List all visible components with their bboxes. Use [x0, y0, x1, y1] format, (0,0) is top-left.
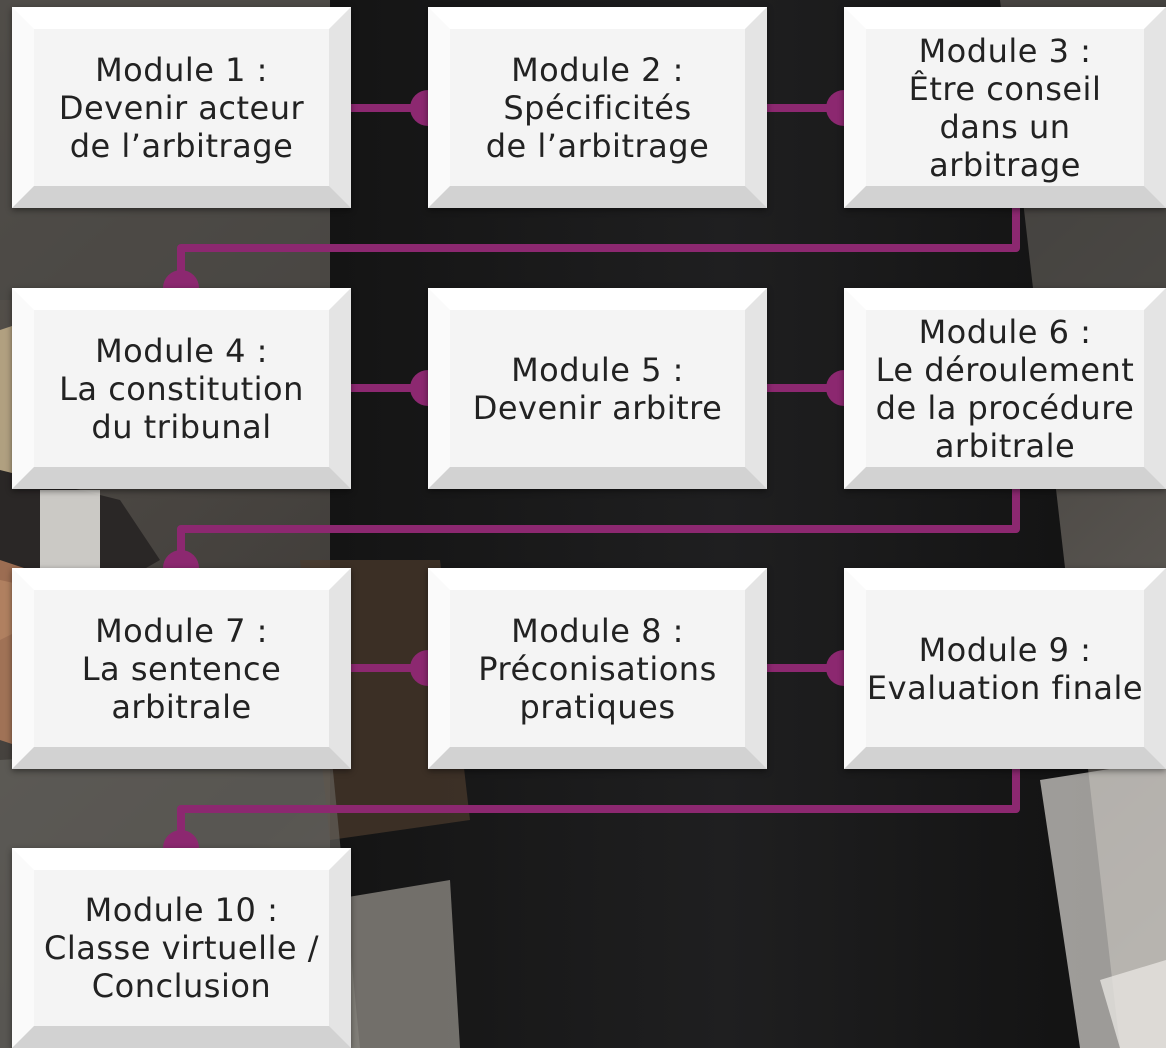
- connector-3-4: [177, 208, 1020, 288]
- connector-knob: [163, 270, 199, 288]
- connector-knob: [826, 650, 844, 686]
- module-5-box: Module 5 : Devenir arbitre: [428, 288, 767, 489]
- connector-knob: [163, 830, 199, 848]
- connector-6-7: [177, 489, 1020, 568]
- module-9-label: Module 9 : Evaluation finale: [866, 630, 1144, 707]
- connector-knob: [163, 550, 199, 568]
- connector-knob: [826, 90, 844, 126]
- connector-knob: [410, 370, 428, 406]
- module-4-box: Module 4 : La constitution du tribunal: [12, 288, 351, 489]
- module-9-box: Module 9 : Evaluation finale: [844, 568, 1166, 769]
- module-5-label: Module 5 : Devenir arbitre: [472, 350, 723, 427]
- connector-knob: [826, 370, 844, 406]
- module-1-box: Module 1 : Devenir acteur de l’arbitrage: [12, 7, 351, 208]
- module-3-label: Module 3 : Être conseil dans un arbitrag…: [908, 31, 1102, 184]
- module-2-box: Module 2 : Spécificités de l’arbitrage: [428, 7, 767, 208]
- module-6-box: Module 6 : Le déroulement de la procédur…: [844, 288, 1166, 489]
- connector-knob: [410, 90, 428, 126]
- connector-9-10: [177, 769, 1020, 848]
- module-3-box: Module 3 : Être conseil dans un arbitrag…: [844, 7, 1166, 208]
- module-7-label: Module 7 : La sentence arbitrale: [81, 611, 282, 726]
- module-7-box: Module 7 : La sentence arbitrale: [12, 568, 351, 769]
- module-4-label: Module 4 : La constitution du tribunal: [59, 331, 304, 446]
- module-10-box: Module 10 : Classe virtuelle / Conclusio…: [12, 848, 351, 1048]
- module-8-label: Module 8 : Préconisations pratiques: [478, 611, 717, 726]
- module-1-label: Module 1 : Devenir acteur de l’arbitrage: [58, 50, 305, 165]
- connector-knob: [410, 650, 428, 686]
- module-2-label: Module 2 : Spécificités de l’arbitrage: [485, 50, 710, 165]
- module-10-label: Module 10 : Classe virtuelle / Conclusio…: [44, 891, 319, 1005]
- module-8-box: Module 8 : Préconisations pratiques: [428, 568, 767, 769]
- module-6-label: Module 6 : Le déroulement de la procédur…: [875, 312, 1135, 465]
